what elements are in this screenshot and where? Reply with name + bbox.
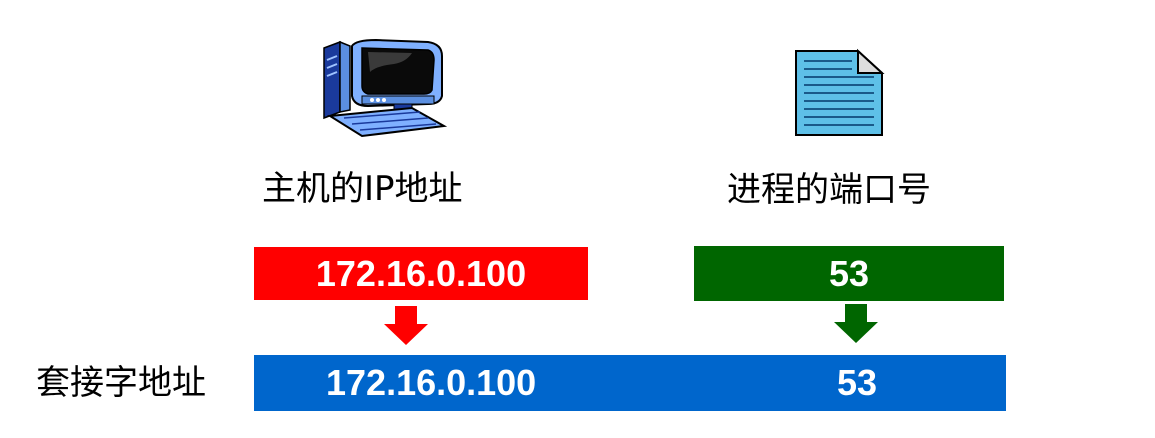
computer-icon [323,38,448,138]
port-number-value: 53 [828,252,870,294]
socket-address-bar [254,355,1006,411]
ip-address-box: 172.16.0.100 [254,247,588,300]
host-ip-label: 主机的IP地址 [262,169,463,209]
port-number-box: 53 [694,246,1004,301]
document-icon [795,48,885,136]
socket-address-label: 套接字地址 [36,363,206,403]
process-port-label: 进程的端口号 [727,170,931,210]
ip-address-value: 172.16.0.100 [315,252,527,294]
socket-port-value: 53 [837,362,878,403]
down-arrow-icon [384,306,428,345]
down-arrow-icon [834,304,878,343]
socket-ip-value: 172.16.0.100 [326,362,537,403]
